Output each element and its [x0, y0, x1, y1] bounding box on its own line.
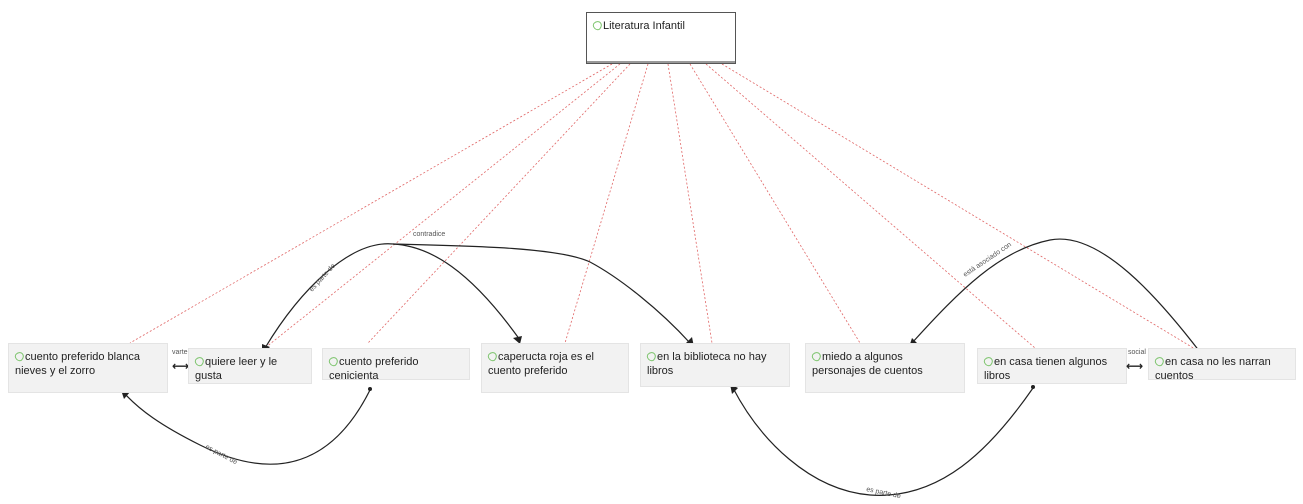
label-es-parte-de-top: es parte de: [308, 263, 337, 294]
node-label: cuento preferido blanca nieves y el zorr…: [15, 351, 140, 377]
code-icon: [645, 350, 658, 363]
root-link-miedo: [689, 63, 861, 344]
root-link-casa: [705, 63, 1036, 349]
node-label: en casa no les narran cuentos: [1155, 356, 1271, 380]
node-label: quiere leer y le gusta: [195, 356, 278, 382]
curve-narran-miedo: [911, 238, 1201, 353]
root-link-narran: [721, 63, 1201, 353]
bidirectional-arrow-icon: ⟷: [172, 359, 190, 373]
node-caperucita[interactable]: caperucta roja es el cuento preferido: [481, 343, 629, 393]
curve-cenicienta-blanca: [124, 389, 371, 465]
code-icon: [486, 350, 499, 363]
node-label: en la biblioteca no hay libros: [647, 351, 767, 377]
code-icon: [810, 350, 823, 363]
root-link-biblioteca: [667, 63, 713, 344]
origin-dot-cenicienta: [368, 387, 372, 391]
curve-to-caperucita: [392, 243, 521, 341]
node-label: miedo a algunos personajes de cuentos: [812, 351, 923, 377]
label-small-left: varte: [172, 349, 188, 356]
code-icon: [982, 355, 995, 368]
code-icon: [327, 355, 340, 368]
node-biblioteca[interactable]: en la biblioteca no hay libros: [640, 343, 790, 387]
code-icon: [1153, 355, 1166, 368]
node-label: en casa tienen algunos libros: [984, 356, 1108, 382]
root-link-quiere: [264, 63, 621, 349]
node-narran[interactable]: en casa no les narran cuentos: [1148, 348, 1296, 380]
arrowhead-caperucita: [513, 336, 522, 344]
curve-casa-biblioteca: [732, 387, 1034, 496]
node-quiere[interactable]: quiere leer y le gusta: [188, 348, 312, 384]
node-casa[interactable]: en casa tienen algunos libros: [977, 348, 1127, 384]
origin-dot-casa: [1031, 385, 1035, 389]
curve-to-biblioteca: [392, 243, 691, 344]
label-small-right: social: [1128, 349, 1146, 356]
root-node[interactable]: Literatura Infantil: [586, 12, 736, 64]
label-contradice: contradice: [413, 231, 445, 238]
root-link-blanca: [129, 63, 613, 344]
code-icon: [193, 355, 206, 368]
root-link-caperucita: [564, 63, 649, 344]
curve-to-quiere: [264, 243, 394, 349]
node-blanca[interactable]: cuento preferido blanca nieves y el zorr…: [8, 343, 168, 393]
root-link-cenicienta: [367, 63, 631, 344]
node-label: cuento preferido cenicienta: [329, 356, 419, 380]
code-icon: [13, 350, 26, 363]
root-label: Literatura Infantil: [603, 20, 685, 32]
node-miedo[interactable]: miedo a algunos personajes de cuentos: [805, 343, 965, 393]
label-es-parte-de-bottom: es parte de: [866, 486, 902, 500]
label-esta-asociado: está asociado con: [962, 241, 1013, 278]
node-cenicienta[interactable]: cuento preferido cenicienta: [322, 348, 470, 380]
node-label: caperucta roja es el cuento preferido: [488, 351, 594, 377]
bidirectional-arrow-icon: ⟷: [1126, 359, 1144, 373]
code-icon: [591, 19, 604, 32]
label-es-parte-de-left: es parte de: [204, 444, 238, 467]
